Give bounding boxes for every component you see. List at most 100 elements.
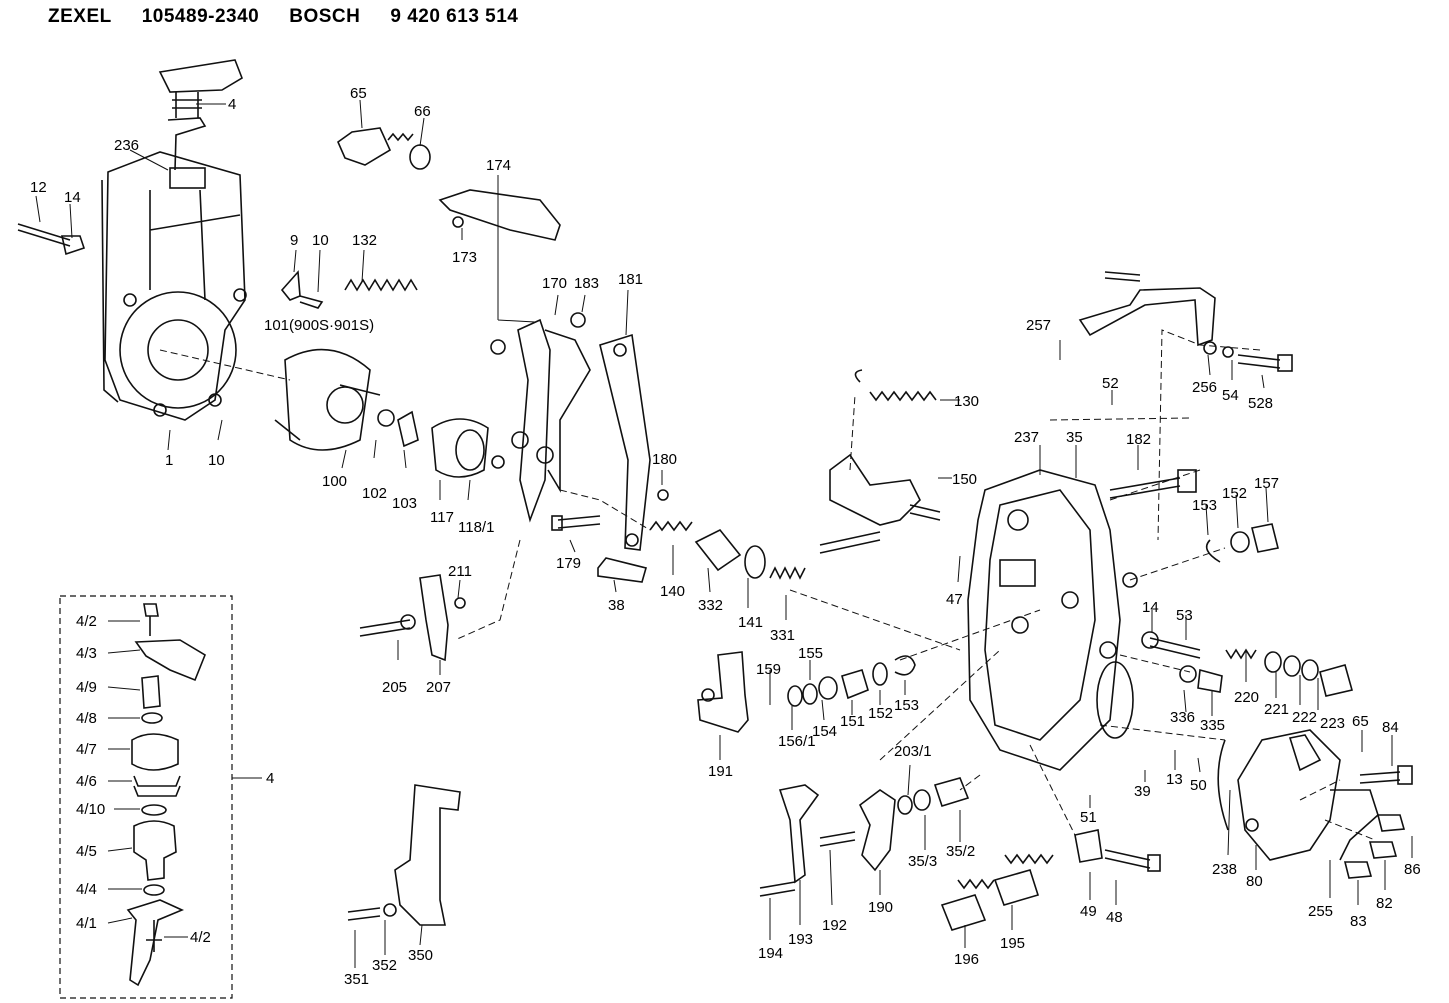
label-102: 102	[362, 485, 387, 502]
label-50: 50	[1190, 777, 1207, 794]
sleeve-parts	[377, 409, 505, 478]
label-53: 53	[1176, 607, 1193, 624]
zexel-part-number: 105489-2340	[141, 6, 260, 27]
label-181: 181	[618, 271, 643, 288]
label-351: 351	[344, 971, 369, 988]
label-211: 211	[448, 563, 472, 580]
label-179: 179	[556, 555, 581, 572]
bosch-part-number: 9 420 613 514	[390, 6, 519, 27]
label-154: 154	[812, 723, 837, 740]
kit-label-4-8: 4/8	[76, 710, 97, 727]
governor-weights-part	[274, 348, 381, 451]
label-1: 1	[165, 452, 173, 469]
label-35: 35	[1066, 429, 1083, 446]
label-203-1: 203/1	[894, 743, 932, 760]
label-152a: 152	[1222, 485, 1247, 502]
spring-130-part	[854, 369, 937, 402]
label-82: 82	[1376, 895, 1393, 912]
label-223: 223	[1320, 715, 1345, 732]
label-103: 103	[392, 495, 417, 512]
label-350: 350	[408, 947, 433, 964]
leader-lines	[35, 99, 1413, 968]
bracket-350-part	[347, 784, 461, 926]
stop-lever-top-part	[158, 59, 243, 171]
cover-255-part	[1217, 729, 1379, 861]
label-180: 180	[652, 451, 677, 468]
label-12: 12	[30, 179, 47, 196]
label-101: 101(900S·901S)	[264, 317, 374, 334]
governor-housing-part	[101, 151, 247, 421]
lever-181-part	[599, 333, 669, 551]
kit-label-4-9: 4/9	[76, 679, 97, 696]
kit-label-4-2b: 4/2	[190, 929, 211, 946]
repair-kit-4-box: 4/2 4/3 4/9 4/8 4/7 4/6 4/10 4/5 4/4 4/1…	[59, 595, 274, 999]
label-14a: 14	[64, 189, 81, 206]
label-156-1: 156/1	[778, 733, 816, 750]
label-130: 130	[954, 393, 979, 410]
lever-191-part	[697, 651, 749, 733]
kit-label-4-6: 4/6	[76, 773, 97, 790]
label-65b: 65	[1352, 713, 1369, 730]
label-49: 49	[1080, 903, 1097, 920]
label-10a: 10	[208, 452, 225, 469]
label-54: 54	[1222, 387, 1239, 404]
label-173: 173	[452, 249, 477, 266]
maker-bosch: BOSCH	[289, 6, 361, 27]
label-191: 191	[708, 763, 733, 780]
lever-150-part	[819, 453, 941, 554]
label-174: 174	[486, 157, 511, 174]
label-237: 237	[1014, 429, 1039, 446]
label-83: 83	[1350, 913, 1367, 930]
label-220: 220	[1234, 689, 1259, 706]
assembly-dash-lines	[159, 329, 1376, 841]
levers-190-194	[759, 784, 896, 897]
label-14b: 14	[1142, 599, 1159, 616]
label-80: 80	[1246, 873, 1263, 890]
label-157: 157	[1254, 475, 1279, 492]
label-153a: 153	[1192, 497, 1217, 514]
bolt-53-part	[1141, 631, 1201, 659]
kit-label-4-7: 4/7	[76, 741, 97, 758]
label-528: 528	[1248, 395, 1273, 412]
label-66: 66	[414, 103, 431, 120]
pin-182-part	[1109, 469, 1197, 499]
label-182: 182	[1126, 431, 1151, 448]
label-207: 207	[426, 679, 451, 696]
label-170: 170	[542, 275, 567, 292]
label-155: 155	[798, 645, 823, 662]
kit-label-4: 4	[266, 770, 274, 787]
label-100: 100	[322, 473, 347, 490]
label-38: 38	[608, 597, 625, 614]
label-331: 331	[770, 627, 795, 644]
label-4: 4	[228, 96, 236, 113]
label-13: 13	[1166, 771, 1183, 788]
label-159: 159	[756, 661, 781, 678]
label-140: 140	[660, 583, 685, 600]
kit-label-4-2a: 4/2	[76, 613, 97, 630]
label-221: 221	[1264, 701, 1289, 718]
label-117: 117	[430, 509, 454, 526]
springs-195-196	[940, 853, 1054, 931]
lever-207-part	[359, 574, 466, 662]
bolts-48-49	[1074, 829, 1161, 872]
kit-label-4-5: 4/5	[76, 843, 97, 860]
label-194: 194	[758, 945, 783, 962]
bolt-528-part	[1203, 341, 1293, 372]
plug-157-parts	[1205, 523, 1279, 563]
label-190: 190	[868, 899, 893, 916]
part-labels: 4 236 12 14 1 10 9 10 132 101(900S·901S)…	[30, 85, 1421, 988]
label-118-1: 118/1	[458, 519, 494, 536]
label-257: 257	[1026, 317, 1051, 334]
kit-label-4-4: 4/4	[76, 881, 97, 898]
parts-151-155	[787, 655, 916, 707]
bolts-82-86	[1343, 765, 1413, 879]
lever-170-assembly-part	[490, 312, 591, 523]
label-183: 183	[574, 275, 599, 292]
label-47: 47	[946, 591, 963, 608]
spring-132-part	[344, 278, 418, 292]
label-48: 48	[1106, 909, 1123, 926]
label-238: 238	[1212, 861, 1237, 878]
label-39: 39	[1134, 783, 1151, 800]
label-35-3: 35/3	[908, 853, 937, 870]
